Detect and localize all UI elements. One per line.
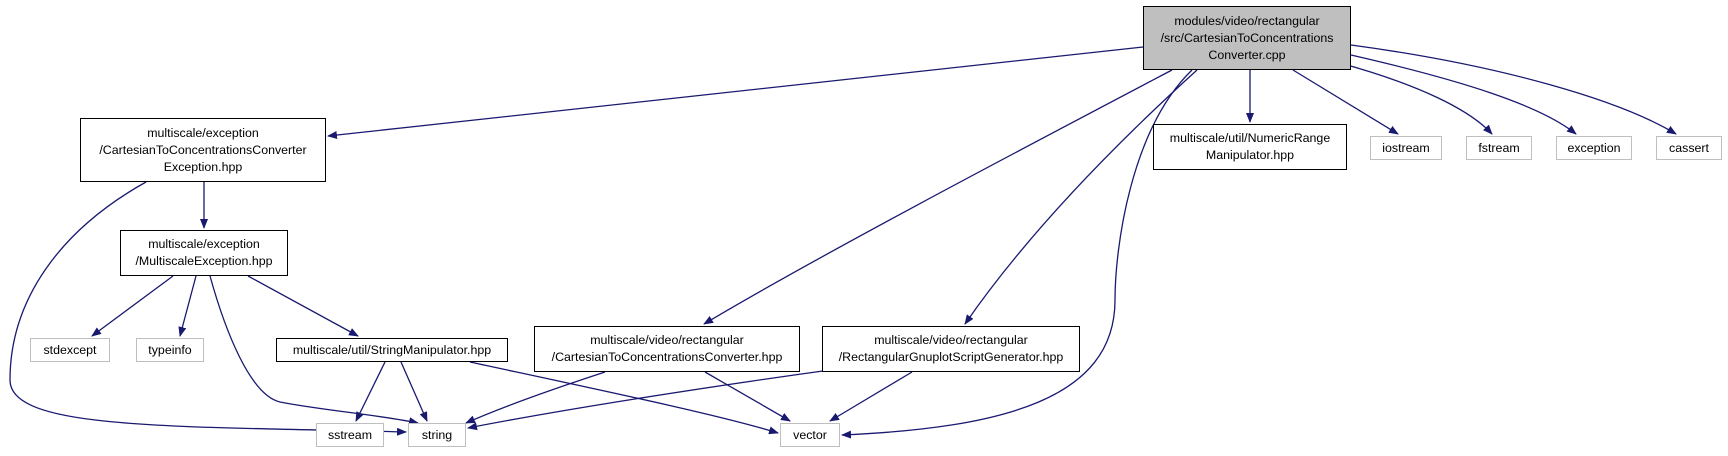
node-label-line: cassert bbox=[1669, 140, 1709, 155]
node-label-line: multiscale/video/rectangular bbox=[590, 333, 744, 347]
node-root[interactable]: modules/video/rectangular /src/Cartesian… bbox=[1143, 6, 1351, 70]
node-label-line: /RectangularGnuplotScriptGenerator.hpp bbox=[838, 350, 1064, 364]
node-label-line: sstream bbox=[327, 427, 373, 442]
node-vector[interactable]: vector bbox=[780, 423, 840, 447]
edge-ctc-converter-hpp-to-vector bbox=[704, 371, 791, 422]
node-string[interactable]: string bbox=[408, 423, 466, 447]
edge-root-to-cassert bbox=[1350, 44, 1677, 135]
node-label-line: fstream bbox=[1478, 140, 1520, 155]
edge-string-manipulator-to-string bbox=[400, 361, 428, 422]
edge-root-to-exception bbox=[1350, 54, 1577, 135]
node-label-line: string bbox=[421, 427, 453, 442]
node-label-line: /MultiscaleException.hpp bbox=[135, 254, 273, 268]
edge-root-to-vector bbox=[841, 69, 1193, 439]
node-label-line: /src/CartesianToConcentrations bbox=[1160, 30, 1334, 45]
node-label-line: vector bbox=[793, 427, 827, 442]
edge-root-to-ctc-exception bbox=[327, 46, 1144, 139]
node-label-line: iostream bbox=[1382, 140, 1430, 155]
edge-ctc-exception-to-string bbox=[9, 181, 407, 436]
edge-multiscale-exception-to-typeinfo bbox=[178, 275, 197, 337]
node-cassert[interactable]: cassert bbox=[1656, 136, 1722, 160]
node-multiscale-exception[interactable]: multiscale/exception /MultiscaleExceptio… bbox=[120, 230, 288, 276]
node-stdexcept[interactable]: stdexcept bbox=[30, 338, 110, 362]
node-label-line: multiscale/util/NumericRange bbox=[1169, 131, 1331, 145]
node-label-line: modules/video/rectangular bbox=[1174, 13, 1320, 28]
edge-string-manipulator-to-vector bbox=[469, 361, 779, 435]
edge-root-to-gnuplot-generator bbox=[964, 69, 1198, 325]
edge-gnuplot-generator-to-vector bbox=[829, 371, 913, 422]
node-exception[interactable]: exception bbox=[1556, 136, 1632, 160]
node-label-line: typeinfo bbox=[148, 342, 192, 357]
edge-root-to-ctc-converter-hpp bbox=[703, 69, 1173, 325]
node-label-line: /CartesianToConcentrationsConverter bbox=[99, 142, 307, 157]
node-label-line: stdexcept bbox=[43, 342, 97, 357]
node-label-line: multiscale/exception bbox=[147, 125, 259, 140]
edge-ctc-converter-hpp-to-string bbox=[465, 371, 606, 424]
node-label-line: multiscale/util/StringManipulator.hpp bbox=[292, 342, 492, 357]
node-numeric-range[interactable]: multiscale/util/NumericRange Manipulator… bbox=[1153, 124, 1347, 170]
node-label-line: Manipulator.hpp bbox=[1205, 148, 1295, 162]
node-ctc-exception[interactable]: multiscale/exception /CartesianToConcent… bbox=[80, 118, 326, 182]
node-fstream[interactable]: fstream bbox=[1466, 136, 1532, 160]
edge-multiscale-exception-to-string bbox=[209, 275, 419, 426]
edge-string-manipulator-to-sstream bbox=[355, 361, 386, 422]
node-gnuplot-generator[interactable]: multiscale/video/rectangular /Rectangula… bbox=[822, 326, 1080, 372]
edge-root-to-fstream bbox=[1339, 62, 1493, 135]
node-typeinfo[interactable]: typeinfo bbox=[136, 338, 204, 362]
node-label-line: multiscale/exception bbox=[148, 237, 260, 251]
node-label-line: /CartesianToConcentrationsConverter.hpp bbox=[551, 350, 783, 364]
node-ctc-converter-hpp[interactable]: multiscale/video/rectangular /CartesianT… bbox=[534, 326, 800, 372]
edge-multiscale-exception-to-string-manipulator bbox=[247, 275, 359, 337]
edge-multiscale-exception-to-stdexcept bbox=[91, 275, 174, 337]
node-label-line: Converter.cpp bbox=[1208, 47, 1286, 62]
node-label-line: exception bbox=[1567, 140, 1621, 155]
node-label-line: Exception.hpp bbox=[163, 159, 243, 174]
edge-gnuplot-generator-to-string bbox=[467, 369, 831, 431]
node-sstream[interactable]: sstream bbox=[316, 423, 384, 447]
node-string-manipulator[interactable]: multiscale/util/StringManipulator.hpp bbox=[276, 338, 508, 362]
node-label-line: multiscale/video/rectangular bbox=[874, 333, 1028, 347]
edge-root-to-iostream bbox=[1292, 69, 1399, 135]
node-iostream[interactable]: iostream bbox=[1370, 136, 1442, 160]
